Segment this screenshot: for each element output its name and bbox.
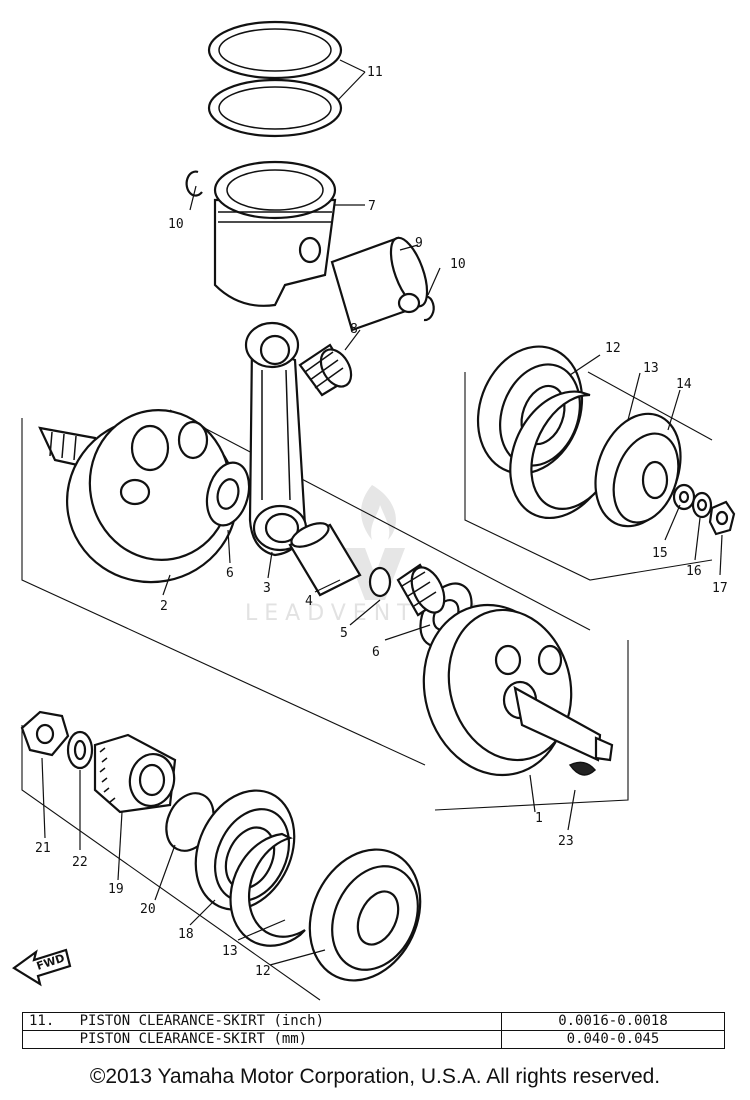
callout-leaders: [41, 59, 723, 966]
callout-7: 7: [368, 199, 376, 214]
crank-pin: [288, 522, 362, 597]
spec-name: PISTON CLEARANCE-SKIRT (inch): [79, 1013, 325, 1029]
spec-row: PISTON CLEARANCE-SKIRT (mm) 0.040-0.045: [22, 1030, 725, 1049]
woodruff-key: [568, 761, 597, 776]
callout-11: 11: [367, 65, 383, 80]
piston: [213, 160, 337, 307]
callout-1: 1: [535, 811, 543, 826]
left-bearing-group: [194, 789, 422, 982]
spec-index: 11.: [29, 1013, 55, 1029]
callout-13-upper: 13: [643, 361, 659, 376]
callout-10-left: 10: [168, 217, 184, 232]
callout-12-upper: 12: [605, 341, 621, 356]
spec-name-cell: 11. PISTON CLEARANCE-SKIRT (inch): [22, 1012, 502, 1031]
spec-name-cell: PISTON CLEARANCE-SKIRT (mm): [22, 1030, 502, 1049]
right-crank-wheel: [422, 603, 614, 777]
spec-row: 11. PISTON CLEARANCE-SKIRT (inch) 0.0016…: [22, 1012, 725, 1031]
spec-name: PISTON CLEARANCE-SKIRT (mm): [79, 1031, 308, 1047]
callout-19: 19: [108, 882, 124, 897]
piston-rings: [207, 20, 343, 138]
spec-value: 0.040-0.045: [501, 1030, 725, 1049]
callout-16: 16: [686, 564, 702, 579]
callout-22: 22: [72, 855, 88, 870]
copyright-text: ©2013 Yamaha Motor Corporation, U.S.A. A…: [89, 1065, 661, 1088]
callout-6-left: 6: [226, 566, 234, 581]
callout-23: 23: [558, 834, 574, 849]
callout-9: 9: [415, 236, 423, 251]
right-bearing-group: [476, 345, 736, 536]
forward-direction-arrow: FWD: [12, 948, 72, 987]
left-crank-wheel: [38, 409, 239, 584]
callout-numbers: 1 2 3 4 5 6 6 7 8 9 10 10 11 12 12 13 13…: [35, 65, 728, 979]
spec-value: 0.0016-0.0018: [501, 1012, 725, 1031]
callout-18: 18: [178, 927, 194, 942]
left-side-parts: [20, 710, 215, 852]
callout-17: 17: [712, 581, 728, 596]
spec-table: 11. PISTON CLEARANCE-SKIRT (inch) 0.0016…: [22, 1012, 725, 1049]
callout-14: 14: [676, 377, 692, 392]
small-end-bearing: [298, 343, 353, 397]
callout-20: 20: [140, 902, 156, 917]
callout-8: 8: [350, 322, 358, 337]
callout-3: 3: [263, 581, 271, 596]
callout-12-lower: 12: [255, 964, 271, 979]
crankshaft-exploded-diagram: LEADVENTURE: [12, 20, 736, 1001]
callout-13-lower: 13: [222, 944, 238, 959]
assembly-guide-lines: [21, 371, 713, 1001]
callout-10-right: 10: [450, 257, 466, 272]
callout-2: 2: [160, 599, 168, 614]
connecting-rod: [244, 321, 308, 557]
callout-6-right: 6: [372, 645, 380, 660]
callout-15: 15: [652, 546, 668, 561]
callout-21: 21: [35, 841, 51, 856]
big-end-bearing: [368, 563, 446, 617]
callout-4: 4: [305, 594, 313, 609]
callout-5: 5: [340, 626, 348, 641]
piston-pin: [330, 236, 429, 332]
